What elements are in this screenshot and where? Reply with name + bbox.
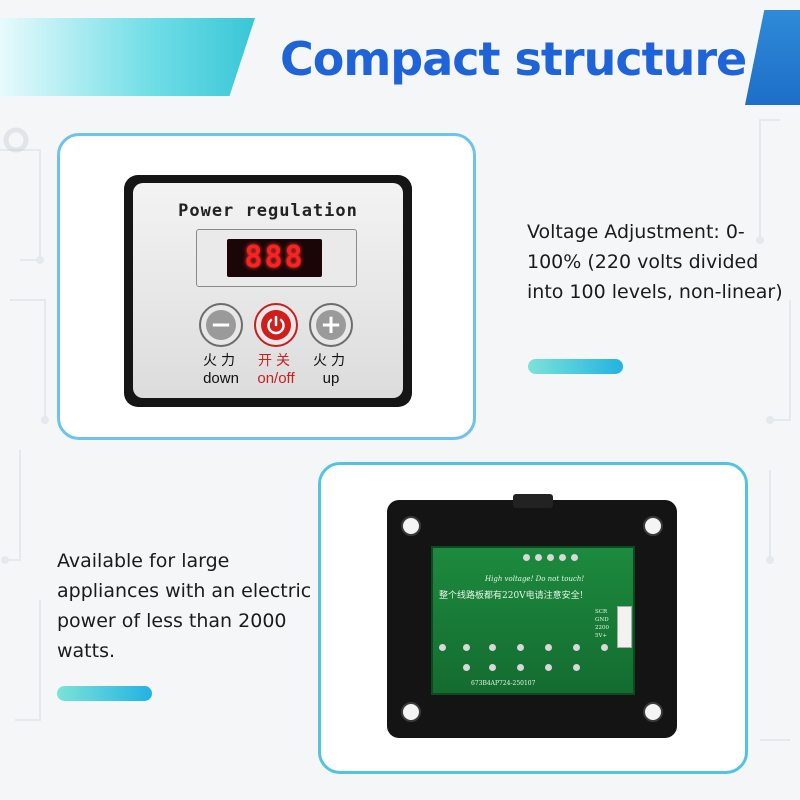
mounting-hole <box>401 702 421 722</box>
pcb-warning-zh: 整个线路板都有220V电请注意安全! <box>439 591 584 601</box>
up-caption-en: up <box>322 370 340 387</box>
plus-icon: + <box>316 310 346 340</box>
down-caption-zh: 火力 <box>203 353 239 369</box>
power-icon <box>261 310 291 340</box>
power-capacity-text: Available for large appliances with an e… <box>57 550 312 662</box>
solder-pad <box>439 644 446 651</box>
mounting-hole <box>643 516 663 536</box>
solder-pad <box>545 644 552 651</box>
accent-bar-top <box>528 359 623 374</box>
up-caption-zh: 火力 <box>313 353 349 369</box>
display-frame: 888 <box>196 229 357 287</box>
down-caption-en: down <box>203 370 239 387</box>
on-off-caption: 开关 on/off <box>245 352 307 388</box>
controller-front-panel: Power regulation 888 − + 火力 down 开关 on/o… <box>124 175 412 407</box>
on-off-button <box>254 303 298 347</box>
pcb-part-code: 673B4AP724-250107 <box>471 680 536 687</box>
solder-pad <box>489 644 496 651</box>
solder-pad <box>463 644 470 651</box>
panel-face: Power regulation 888 − + 火力 down 开关 on/o… <box>133 183 403 398</box>
power-down-button: − <box>199 303 243 347</box>
accent-bar-bottom <box>57 686 152 701</box>
solder-pad <box>573 664 580 671</box>
pin-label: GND <box>595 617 609 623</box>
solder-pad <box>547 554 554 561</box>
solder-pad <box>463 664 470 671</box>
header-accent-left <box>0 18 255 96</box>
solder-pad <box>559 554 566 561</box>
solder-pad <box>545 664 552 671</box>
solder-pad <box>489 664 496 671</box>
power-up-button: + <box>309 303 353 347</box>
mounting-hole <box>643 702 663 722</box>
pin-connector <box>617 606 632 648</box>
solder-pad <box>517 664 524 671</box>
circuit-board: High voltage! Do not touch! 整个线路板都有220V电… <box>431 546 635 695</box>
down-caption: 火力 down <box>190 352 252 388</box>
up-caption: 火力 up <box>300 352 362 388</box>
minus-icon: − <box>206 310 236 340</box>
controller-back-case: High voltage! Do not touch! 整个线路板都有220V电… <box>387 494 677 738</box>
led-display: 888 <box>227 239 322 277</box>
on-off-caption-zh: 开关 <box>258 353 294 369</box>
page-title: Compact structure <box>280 32 747 86</box>
panel-title: Power regulation <box>178 201 358 221</box>
back-notch <box>513 494 553 508</box>
pin-label: 5V+ <box>595 633 608 639</box>
on-off-caption-en: on/off <box>257 370 295 387</box>
solder-pad <box>571 554 578 561</box>
pin-label: SCR <box>595 609 608 615</box>
mounting-hole <box>401 516 421 536</box>
solder-pad <box>601 644 608 651</box>
pcb-warning-en: High voltage! Do not touch! <box>485 575 585 583</box>
pcb-pin-labels: SCR GND 2200 5V+ <box>595 608 609 640</box>
solder-pad <box>573 644 580 651</box>
solder-pad <box>535 554 542 561</box>
pin-label: 2200 <box>595 625 609 631</box>
voltage-adjustment-text: Voltage Adjustment: 0-100% (220 volts di… <box>527 221 783 303</box>
solder-pad <box>523 554 530 561</box>
solder-pad <box>517 644 524 651</box>
